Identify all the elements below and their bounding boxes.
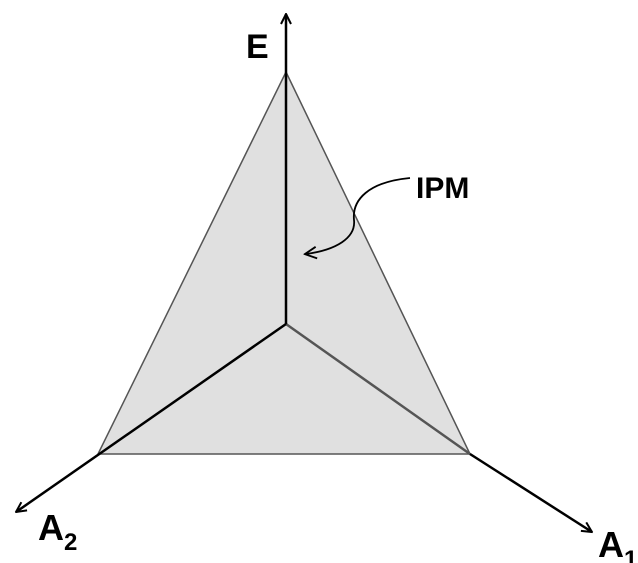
ipm-surface	[96, 70, 472, 455]
ipm-callout-label: IPM	[416, 172, 469, 205]
a1-axis-subscript: 1	[624, 546, 637, 563]
edge-origin-to-a1-vertex	[285, 322, 471, 456]
a2-axis-letter: A	[38, 507, 64, 548]
a1-axis-letter: A	[598, 524, 624, 563]
a2-axis-subscript: 2	[64, 529, 77, 556]
a1-axis	[469, 452, 592, 532]
ipm-callout-arrow	[306, 177, 411, 254]
a2-axis	[16, 322, 287, 512]
a1-axis-label: A	[598, 524, 624, 563]
e-axis-label: E	[246, 28, 269, 66]
a2-axis-label: A	[38, 507, 64, 548]
